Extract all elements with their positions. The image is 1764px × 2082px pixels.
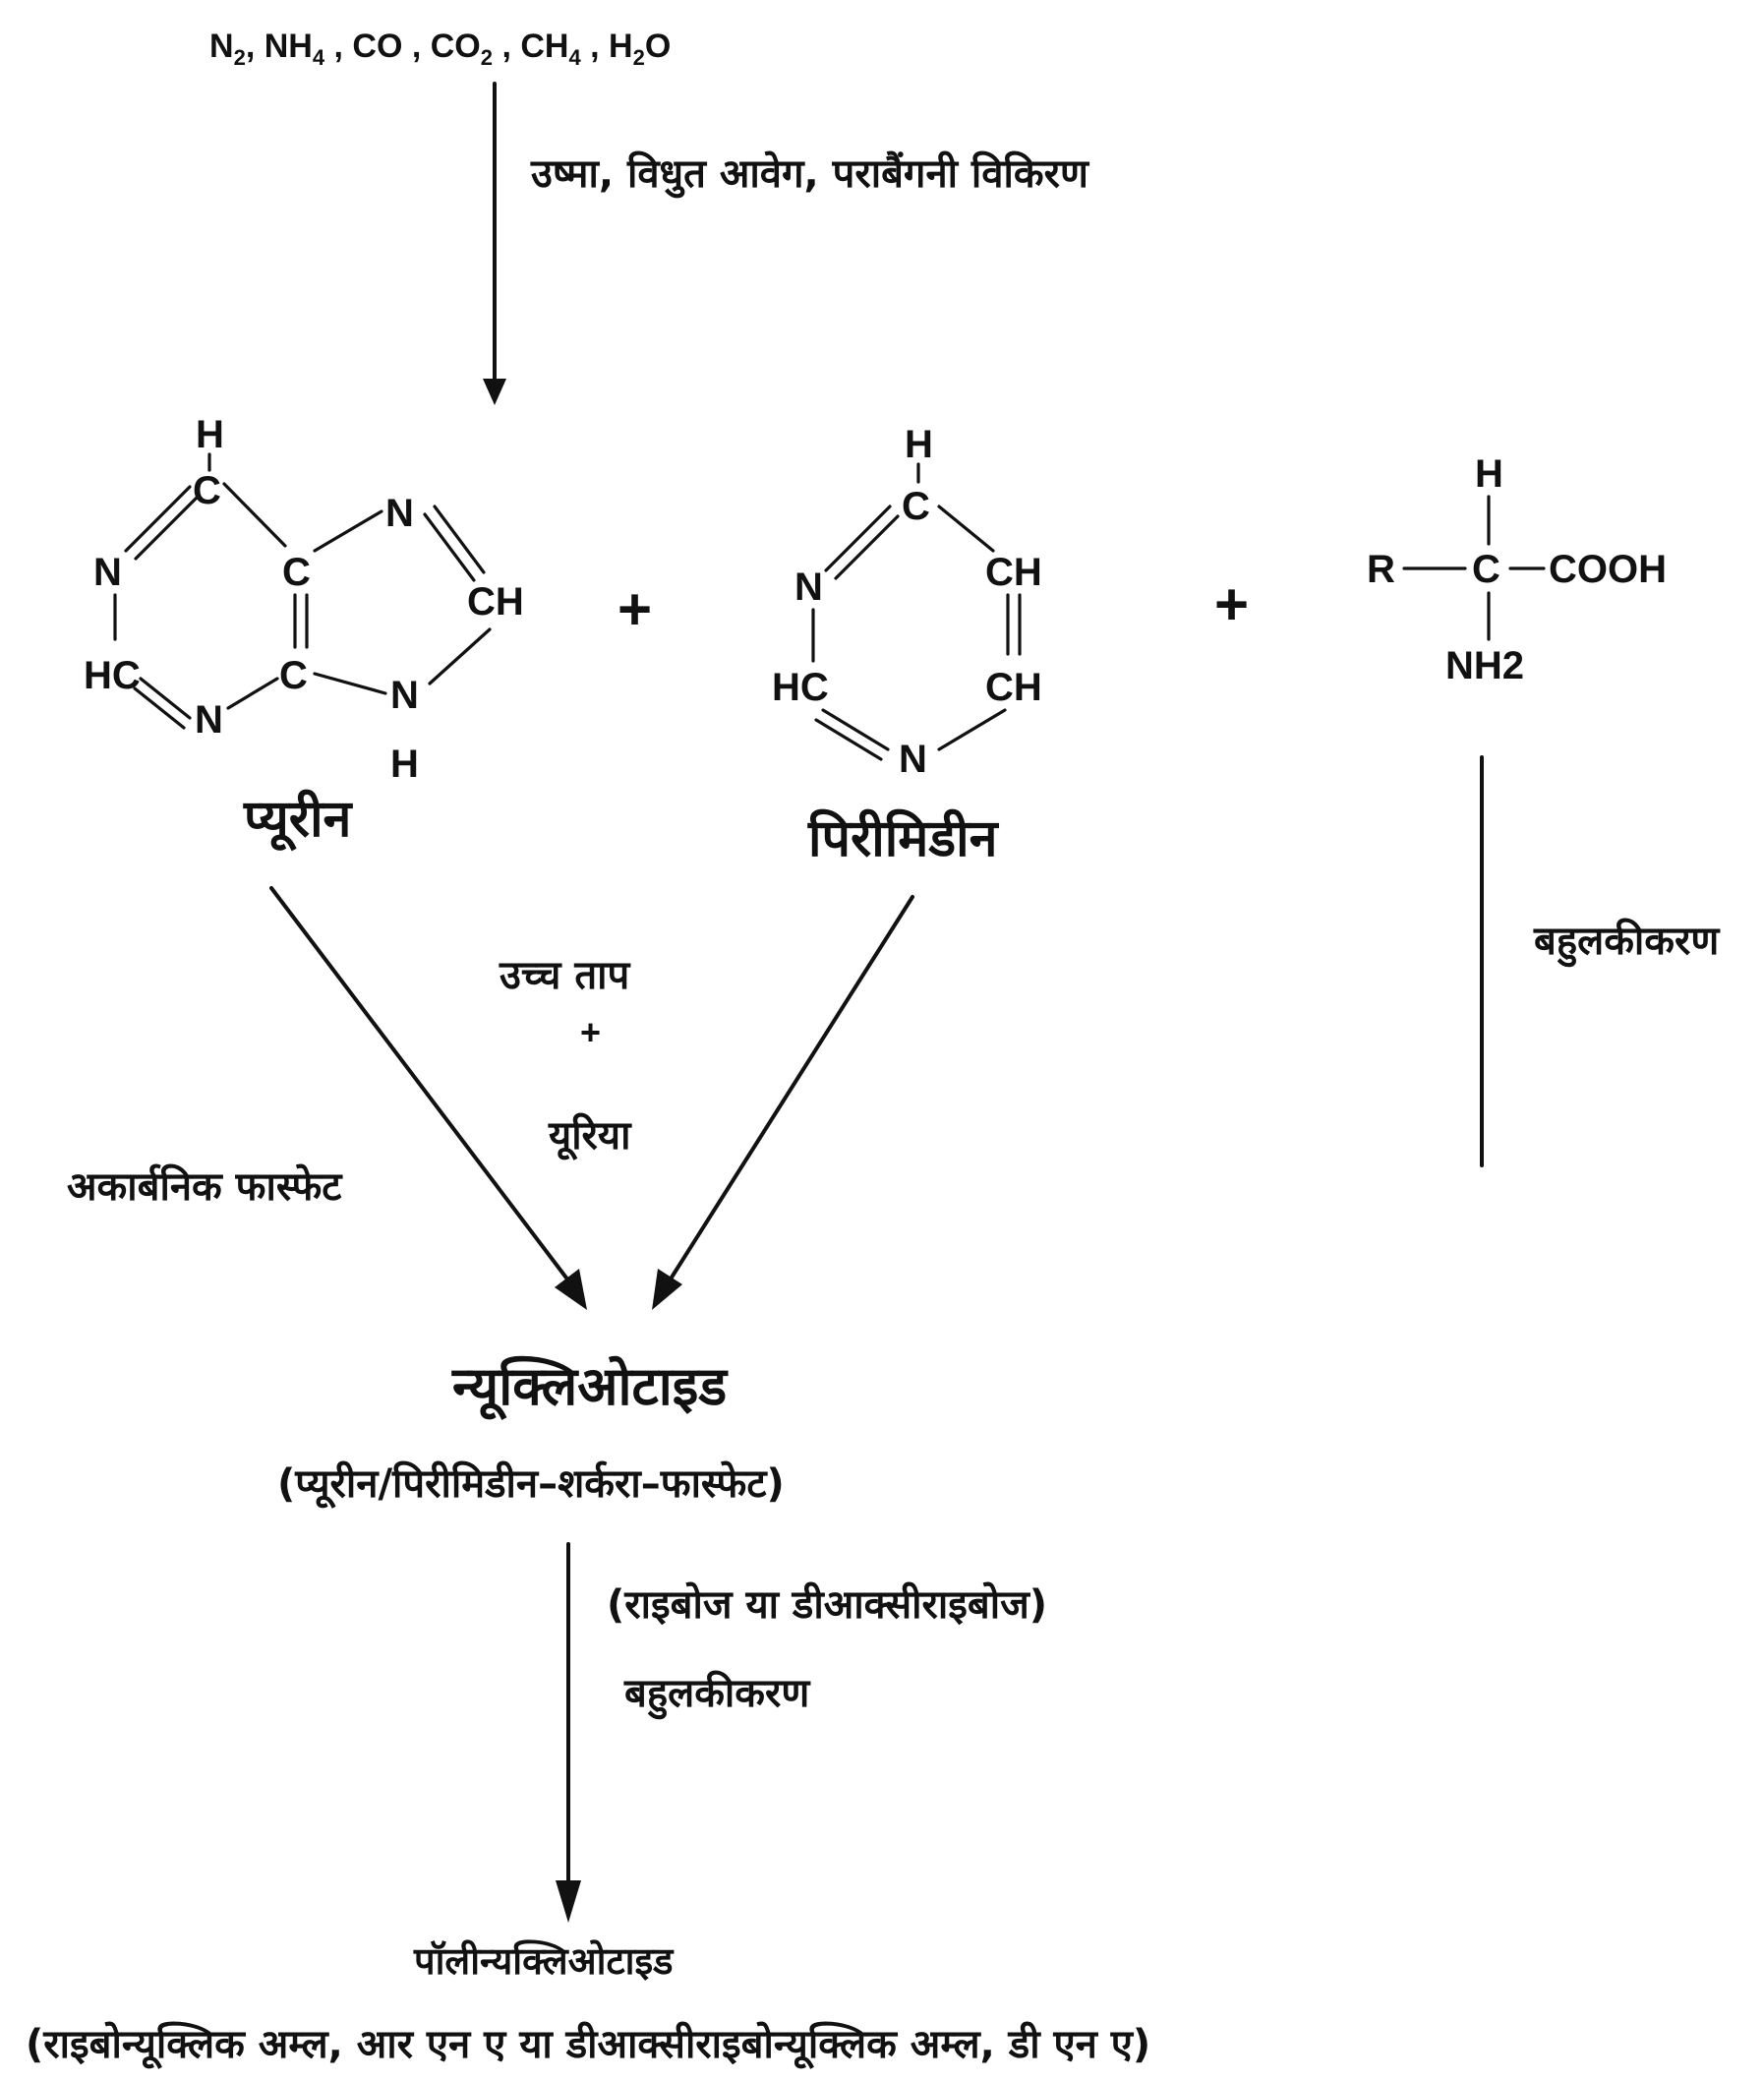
arrow-nucleotide-to-polynucleotide bbox=[556, 1542, 581, 1923]
plus-sign-2: + bbox=[1214, 571, 1249, 637]
pyrimidine-atom-ch-bottom: CH bbox=[985, 666, 1042, 709]
purine-atom-n7: N bbox=[385, 492, 414, 535]
condition-plus: + bbox=[580, 1012, 601, 1052]
purine-atom-n1: N bbox=[93, 551, 122, 594]
amino-acid-atom-h: H bbox=[1475, 452, 1503, 496]
arrow-purine-to-nucleotide bbox=[269, 886, 587, 1310]
pyrimidine-atom-ch-top: CH bbox=[985, 551, 1042, 594]
nucleotide-label: न्यूक्लिओटाइड bbox=[451, 1355, 729, 1420]
condition-high-temperature: उच्च ताप bbox=[499, 953, 630, 998]
condition-urea: यूरिया bbox=[548, 1112, 632, 1160]
purine-atom-hc6: HC bbox=[84, 654, 141, 697]
amino-acid-atom-c: C bbox=[1472, 548, 1500, 591]
purine-atom-ch8: CH bbox=[467, 580, 524, 624]
pyrimidine-atom-n-top: N bbox=[794, 565, 823, 609]
sugar-note: (राइबोज या डीआक्सीराइबोज) bbox=[607, 1581, 1047, 1628]
amino-acid-atom-cooh: COOH bbox=[1549, 548, 1667, 591]
purine-atom-c5: C bbox=[282, 551, 311, 594]
purine-label: प्यूरीन bbox=[243, 789, 354, 852]
purine-atom-c2: C bbox=[193, 469, 221, 512]
inorganic-phosphate-label: अकार्बनिक फास्फेट bbox=[67, 1163, 343, 1210]
energy-sources-label: उष्मा, विधुत आवेग, पराबैंगनी विकिरण bbox=[530, 150, 1090, 199]
amino-acid-atom-nh2: NH2 bbox=[1445, 644, 1524, 687]
polynucleotide-description: (राइबोन्यूक्लिक अम्ल, आर एन ए या डीआक्सी… bbox=[26, 2021, 1150, 2069]
purine-atom-c4: C bbox=[279, 654, 308, 697]
arrow-gases-to-bases bbox=[483, 82, 506, 405]
purine-structure: H C N C N CH HC C N N H प्यूरीन bbox=[84, 413, 524, 852]
pyrimidine-atom-h: H bbox=[905, 423, 933, 466]
purine-atom-h-bottom: H bbox=[390, 743, 419, 786]
nucleotide-composition: (प्यूरीन/पिरीमिडीन–शर्करा–फास्फेट) bbox=[277, 1460, 785, 1509]
pyrimidine-atom-c: C bbox=[902, 485, 930, 528]
purine-atom-n9: N bbox=[390, 674, 419, 717]
amino-acid-structure: H R C COOH NH2 bbox=[1367, 452, 1667, 687]
pyrimidine-atom-n-bottom: N bbox=[899, 738, 927, 781]
purine-atom-h-top: H bbox=[196, 413, 224, 456]
polymerization-label: बहुलकीकरण bbox=[623, 1670, 811, 1720]
polynucleotide-label: पॉलीन्यक्लिओटाइड bbox=[413, 1939, 675, 1983]
amino-acid-atom-r: R bbox=[1367, 548, 1395, 591]
purine-atom-n3: N bbox=[195, 698, 223, 742]
pyrimidine-structure: H C N CH HC CH N पिरीमिडीन bbox=[772, 423, 1042, 868]
pyrimidine-label: पिरीमिडीन bbox=[807, 808, 1000, 868]
amino-acid-polymerization-label: बहुलकीकरण bbox=[1533, 918, 1721, 968]
arrow-pyrimidine-to-nucleotide bbox=[652, 895, 914, 1310]
pyrimidine-atom-hc: HC bbox=[772, 666, 829, 709]
plus-sign-1: + bbox=[617, 576, 652, 642]
reactant-gases: N2, NH4 , CO , CO2 , CH4 , H2O bbox=[209, 28, 671, 70]
